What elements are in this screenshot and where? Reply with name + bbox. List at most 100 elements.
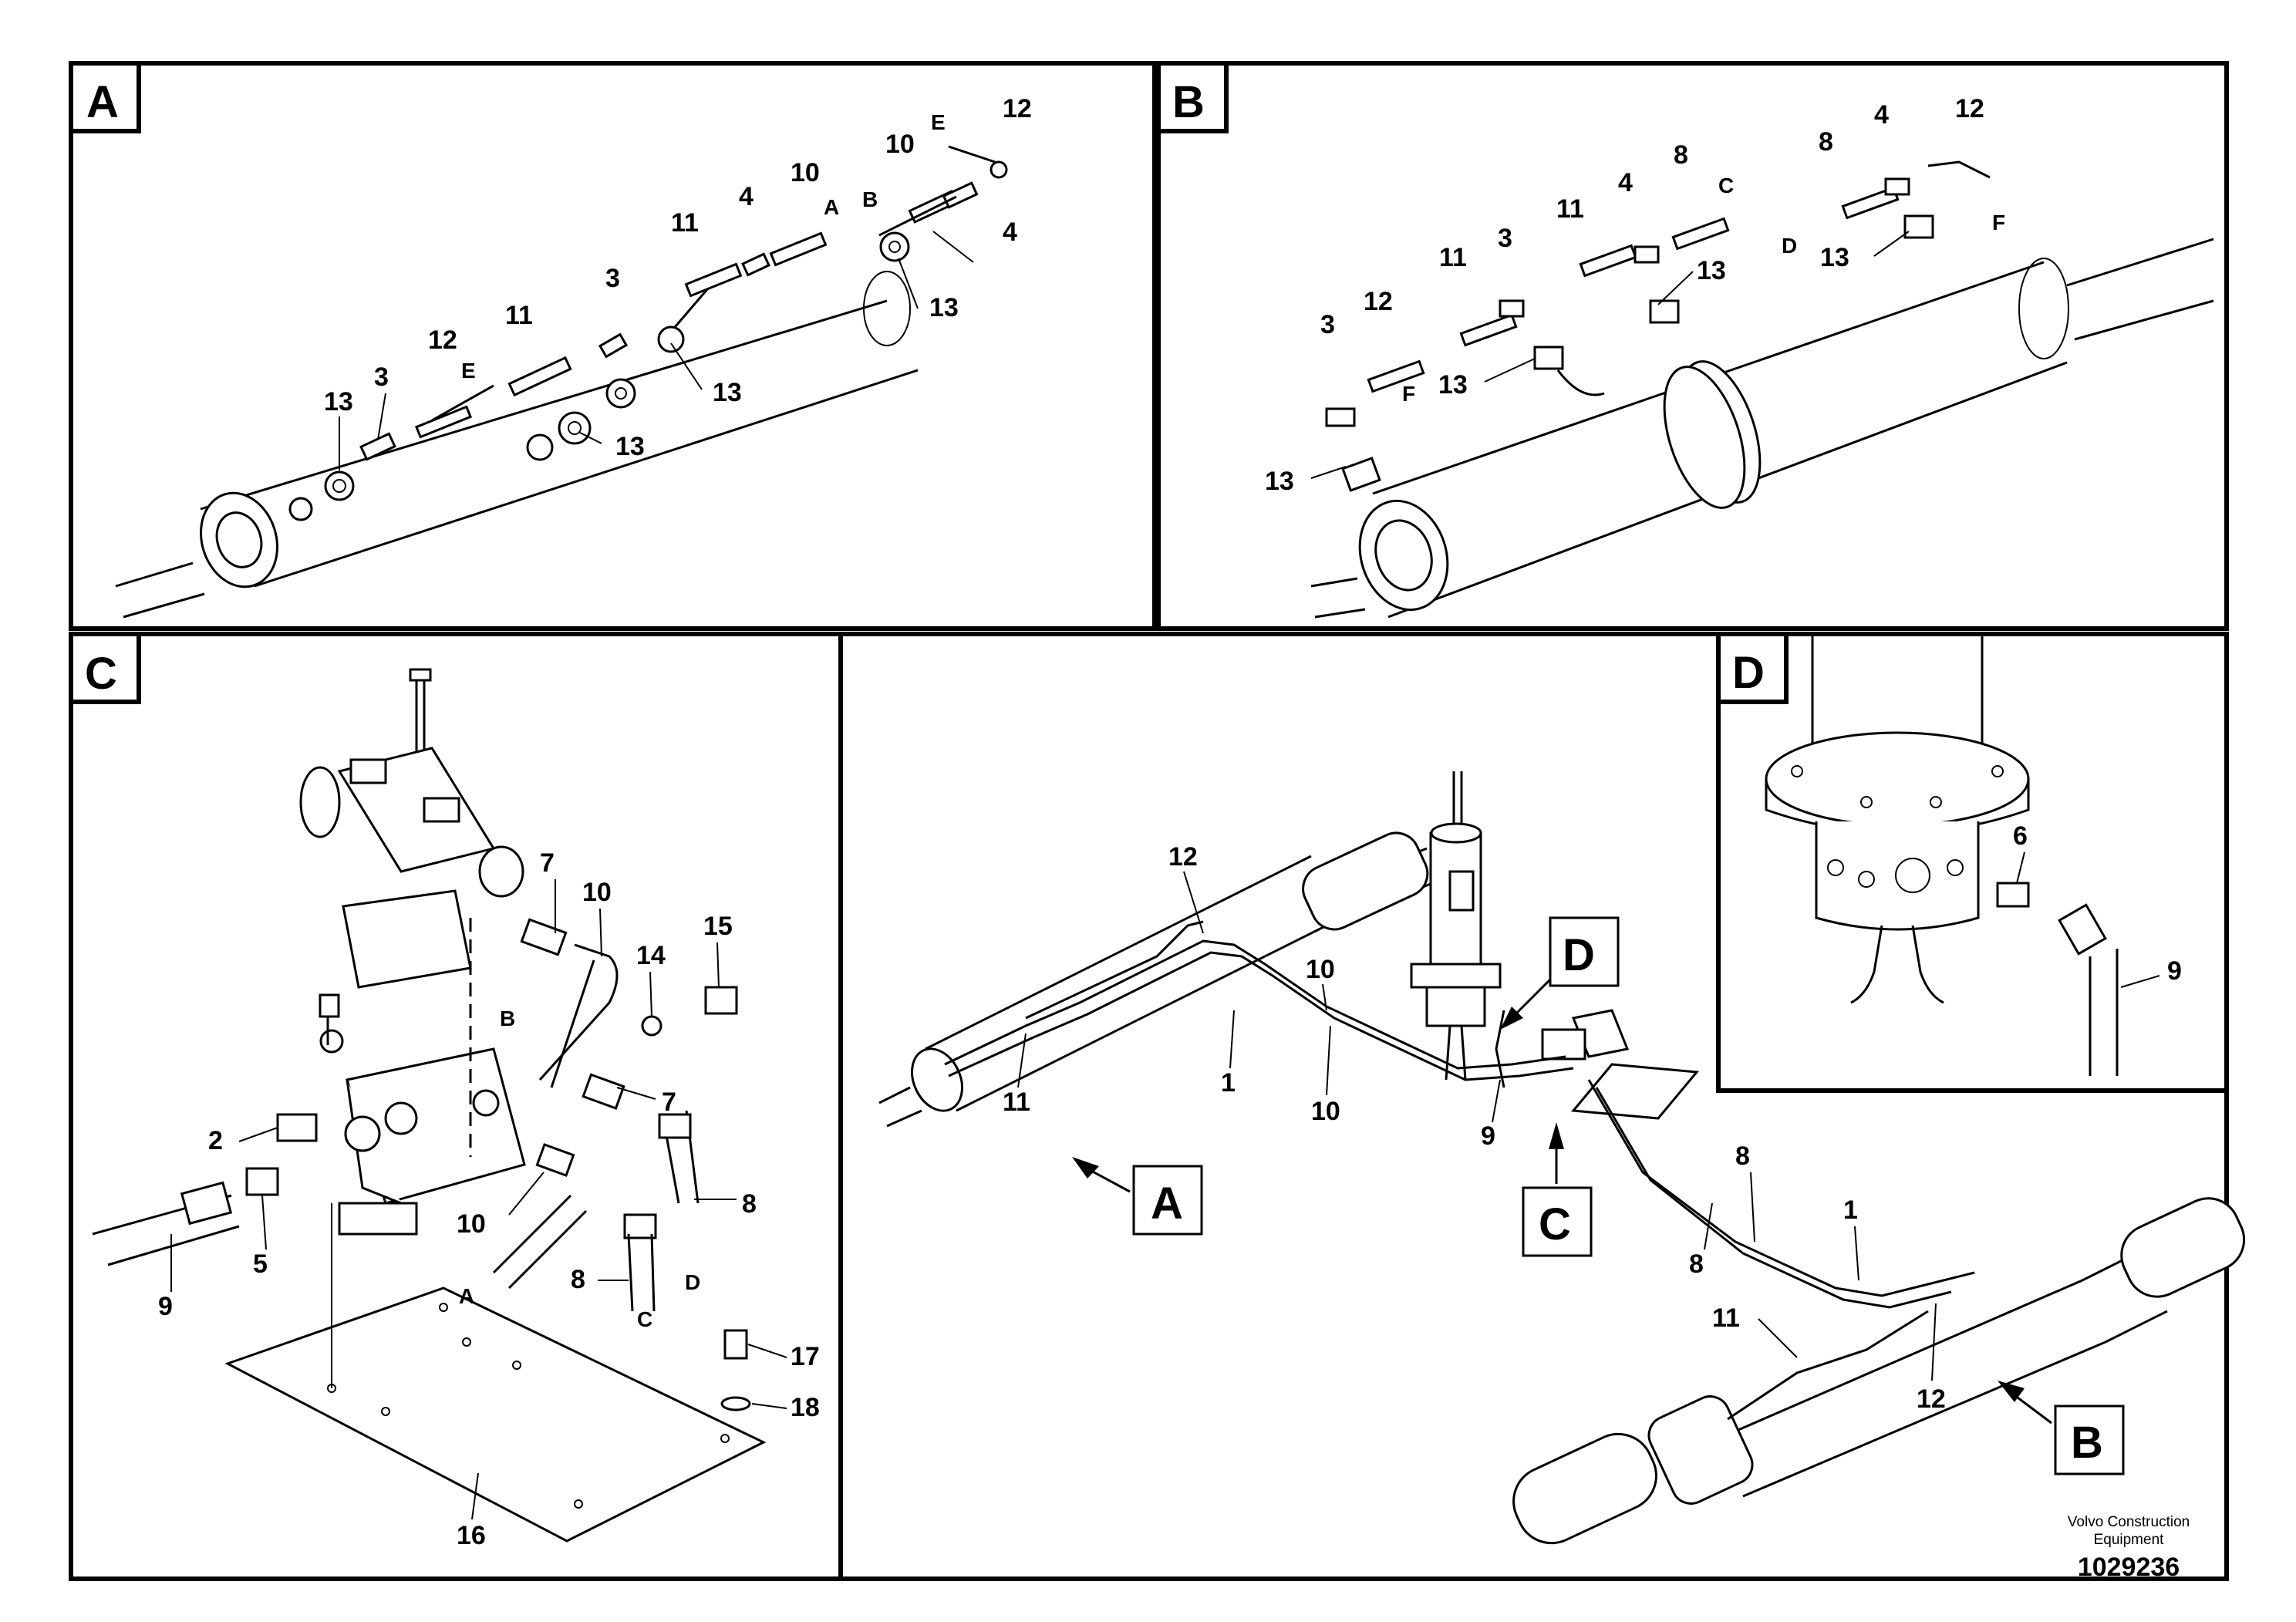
panel-d-frame [1716, 632, 2229, 1093]
label-a-b: B [862, 187, 878, 211]
panel-d-tag-box [1716, 632, 1789, 704]
label-c-8b: 8 [742, 1189, 757, 1219]
panel-b-tag: B [1172, 77, 1205, 127]
label-c-5: 5 [253, 1249, 268, 1279]
label-c-16: 16 [457, 1521, 486, 1550]
valve-assembly [299, 668, 526, 1236]
panel-c-tag: C [85, 649, 117, 699]
label-a-e2: E [461, 359, 476, 383]
label-c-14: 14 [636, 941, 666, 970]
main-view: A B C D 12 10 1 11 10 9 8 1 8 11 12 [841, 632, 2246, 1581]
panel-b-frame [1156, 61, 2229, 631]
label-c-7: 7 [540, 848, 555, 878]
main-valve [1541, 1009, 1699, 1120]
label-main-12b: 12 [1917, 1384, 1946, 1414]
label-b-8: 8 [1819, 127, 1833, 157]
label-c-c: C [637, 1307, 652, 1331]
panel-c-tag-box [69, 632, 141, 704]
hoses-a [288, 145, 1008, 521]
label-a-12b: 12 [428, 325, 457, 355]
label-c-a: A [459, 1284, 474, 1308]
label-main-12: 12 [1168, 842, 1198, 872]
panel-b-tag-box [1156, 61, 1229, 133]
fittings-c [92, 918, 751, 1411]
label-c-8: 8 [571, 1265, 585, 1294]
label-a-13: 13 [929, 293, 959, 322]
panel-d: D 6 9 [1716, 632, 2229, 1093]
label-c-b: B [500, 1007, 515, 1030]
label-d-6: 6 [2013, 821, 2028, 851]
label-a-13d: 13 [615, 432, 645, 461]
cylinder-a [115, 271, 919, 619]
panel-b-labels: 8 4 12 D 13 F 11 4 8 C 13 11 3 3 12 F 13… [1265, 94, 2005, 496]
label-b-13d: 13 [1265, 467, 1294, 496]
drawing-id: 1029236 [2077, 1553, 2180, 1582]
panel-a-tag: A [86, 77, 119, 127]
label-b-4: 4 [1874, 100, 1889, 130]
leaders-a [339, 231, 974, 470]
hoses-b [1325, 160, 1991, 492]
main-cylinder-right [1512, 1197, 2246, 1545]
label-main-10b: 10 [1311, 1097, 1340, 1126]
label-c-10: 10 [582, 878, 612, 907]
plate-16 [224, 1203, 767, 1543]
label-b-f: F [1992, 211, 2005, 234]
label-b-13c: 13 [1438, 370, 1468, 400]
label-b-11b: 11 [1439, 243, 1467, 272]
label-c-2: 2 [208, 1126, 223, 1155]
label-main-1b: 1 [1843, 1195, 1858, 1225]
footer-brand: Volvo Construction [2067, 1514, 2190, 1530]
label-b-8b: 8 [1674, 140, 1688, 170]
leaders-b [1310, 231, 1910, 479]
label-c-18: 18 [791, 1393, 820, 1422]
label-main-8: 8 [1735, 1141, 1750, 1171]
label-b-13: 13 [1820, 243, 1849, 272]
panel-a-frame [69, 61, 1157, 631]
label-a-13c: 13 [324, 387, 353, 416]
label-a-3: 3 [605, 264, 620, 293]
label-a-e: E [931, 110, 946, 134]
label-b-d: D [1782, 234, 1797, 258]
panel-c: C [69, 632, 843, 1581]
label-b-12: 12 [1955, 94, 1984, 123]
label-b-11: 11 [1556, 194, 1584, 224]
panel-a-labels: E 12 10 B 4 10 A 11 4 13 3 12 E 11 13 3 … [324, 94, 1032, 461]
panel-a: A [69, 61, 1157, 631]
main-hoses [944, 920, 1975, 1309]
panel-c-frame [69, 632, 843, 1581]
label-main-10: 10 [1306, 955, 1335, 984]
label-c-d: D [685, 1270, 700, 1294]
label-d-9: 9 [2167, 956, 2182, 986]
callout-c: C [1539, 1199, 1571, 1249]
main-cylinder-left [878, 831, 1443, 1128]
label-b-f2: F [1402, 382, 1415, 406]
label-b-13b: 13 [1697, 256, 1726, 285]
label-a-a: A [824, 195, 839, 219]
callout-b: B [2071, 1418, 2103, 1468]
label-a-4b: 4 [739, 182, 754, 211]
callout-a: A [1151, 1179, 1183, 1229]
panel-c-labels: 7 10 14 15 B 7 2 5 9 10 A 8 C D 8 17 18 … [158, 848, 820, 1550]
label-c-15: 15 [703, 912, 733, 941]
label-b-4b: 4 [1618, 168, 1633, 197]
label-main-1: 1 [1221, 1068, 1236, 1098]
label-c-10b: 10 [457, 1209, 486, 1239]
callout-d: D [1563, 930, 1595, 980]
label-b-3b: 3 [1320, 310, 1335, 339]
label-c-17: 17 [791, 1342, 820, 1371]
main-swivel [1410, 771, 1502, 1081]
label-main-8b: 8 [1689, 1249, 1704, 1279]
label-main-11: 11 [1003, 1088, 1030, 1117]
cylinder-b [1310, 238, 2214, 619]
label-a-13b: 13 [713, 378, 742, 407]
label-a-11b: 11 [505, 301, 533, 330]
panel-d-tag: D [1732, 648, 1765, 698]
label-a-12: 12 [1003, 94, 1032, 123]
main-callouts: A B C D [1072, 916, 2125, 1475]
label-a-4: 4 [1003, 218, 1017, 247]
swivel-detail [1765, 636, 2119, 1076]
label-a-3b: 3 [374, 363, 389, 392]
label-a-10: 10 [885, 130, 915, 159]
label-main-9: 9 [1481, 1121, 1495, 1151]
